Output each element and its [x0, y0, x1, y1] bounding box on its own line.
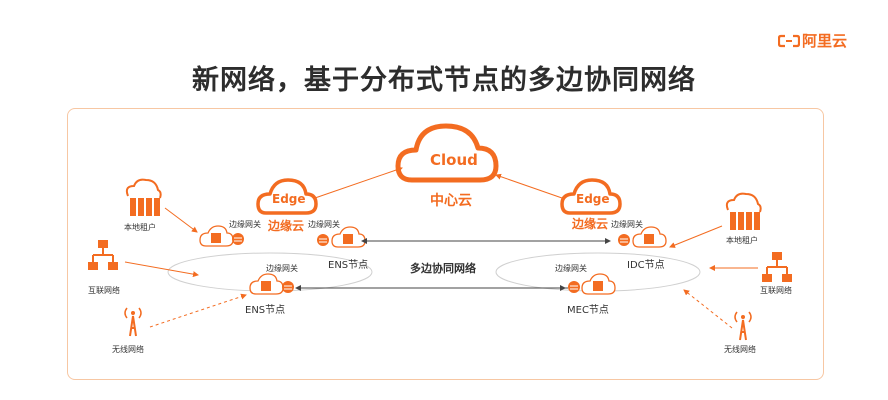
mec-node-label: MEC节点: [567, 305, 609, 316]
tenant-left-icon: [125, 178, 162, 216]
gateway-label-ens-right: 边缘网关: [308, 220, 340, 229]
ens-right-gateway-icon: [317, 226, 366, 248]
tenant-right-icon: [725, 192, 762, 230]
central-cloud-icon: [395, 123, 499, 183]
wireless-right-icon: [734, 311, 752, 341]
gateway-label-idc: 边缘网关: [611, 220, 643, 229]
ens-bottom-gateway-icon: [249, 273, 294, 295]
page-title: 新网络，基于分布式节点的多边协同网络: [192, 65, 696, 96]
gateway-label-ens-bottom: 边缘网关: [266, 264, 298, 273]
alibaba-cloud-logo: 阿里云: [778, 30, 847, 51]
logo-text: 阿里云: [802, 32, 848, 50]
internet-left-label: 互联网络: [88, 286, 120, 295]
idc-node-label: IDC节点: [627, 260, 665, 271]
gateway-label-ens-left: 边缘网关: [229, 220, 261, 229]
tenant-left-label: 本地租户: [124, 223, 156, 232]
edge-cloud-right-label: Edge: [576, 192, 610, 206]
idc-gateway-icon: [618, 226, 667, 248]
ens-left-gateway-icon: [199, 225, 244, 247]
central-cloud-caption: 中心云: [430, 193, 472, 209]
internet-right-label: 互联网络: [760, 286, 792, 295]
edge-cloud-right-icon: [560, 178, 622, 215]
diagram-frame: [67, 108, 824, 380]
central-cloud-label: Cloud: [430, 151, 478, 169]
wireless-left-icon: [124, 307, 142, 337]
edge-cloud-left-label: Edge: [272, 192, 306, 206]
edge-cloud-left-caption: 边缘云: [268, 219, 305, 233]
ens-left-node-label: ENS节点: [328, 260, 369, 271]
internet-left-icon: [88, 240, 118, 270]
wireless-left-label: 无线网络: [112, 345, 144, 354]
internet-right-icon: [762, 252, 792, 282]
wireless-right-label: 无线网络: [724, 345, 756, 354]
gateway-label-mec: 边缘网关: [555, 264, 587, 273]
alibaba-cloud-logo-icon: [778, 34, 800, 47]
edge-cloud-right-caption: 边缘云: [572, 217, 609, 231]
tenant-right-label: 本地租户: [726, 236, 758, 245]
mec-gateway-icon: [568, 273, 616, 295]
edge-cloud-left-icon: [256, 178, 318, 215]
network-label: 多边协同网络: [410, 262, 476, 275]
ens-bottom-node-label: ENS节点: [245, 305, 286, 316]
